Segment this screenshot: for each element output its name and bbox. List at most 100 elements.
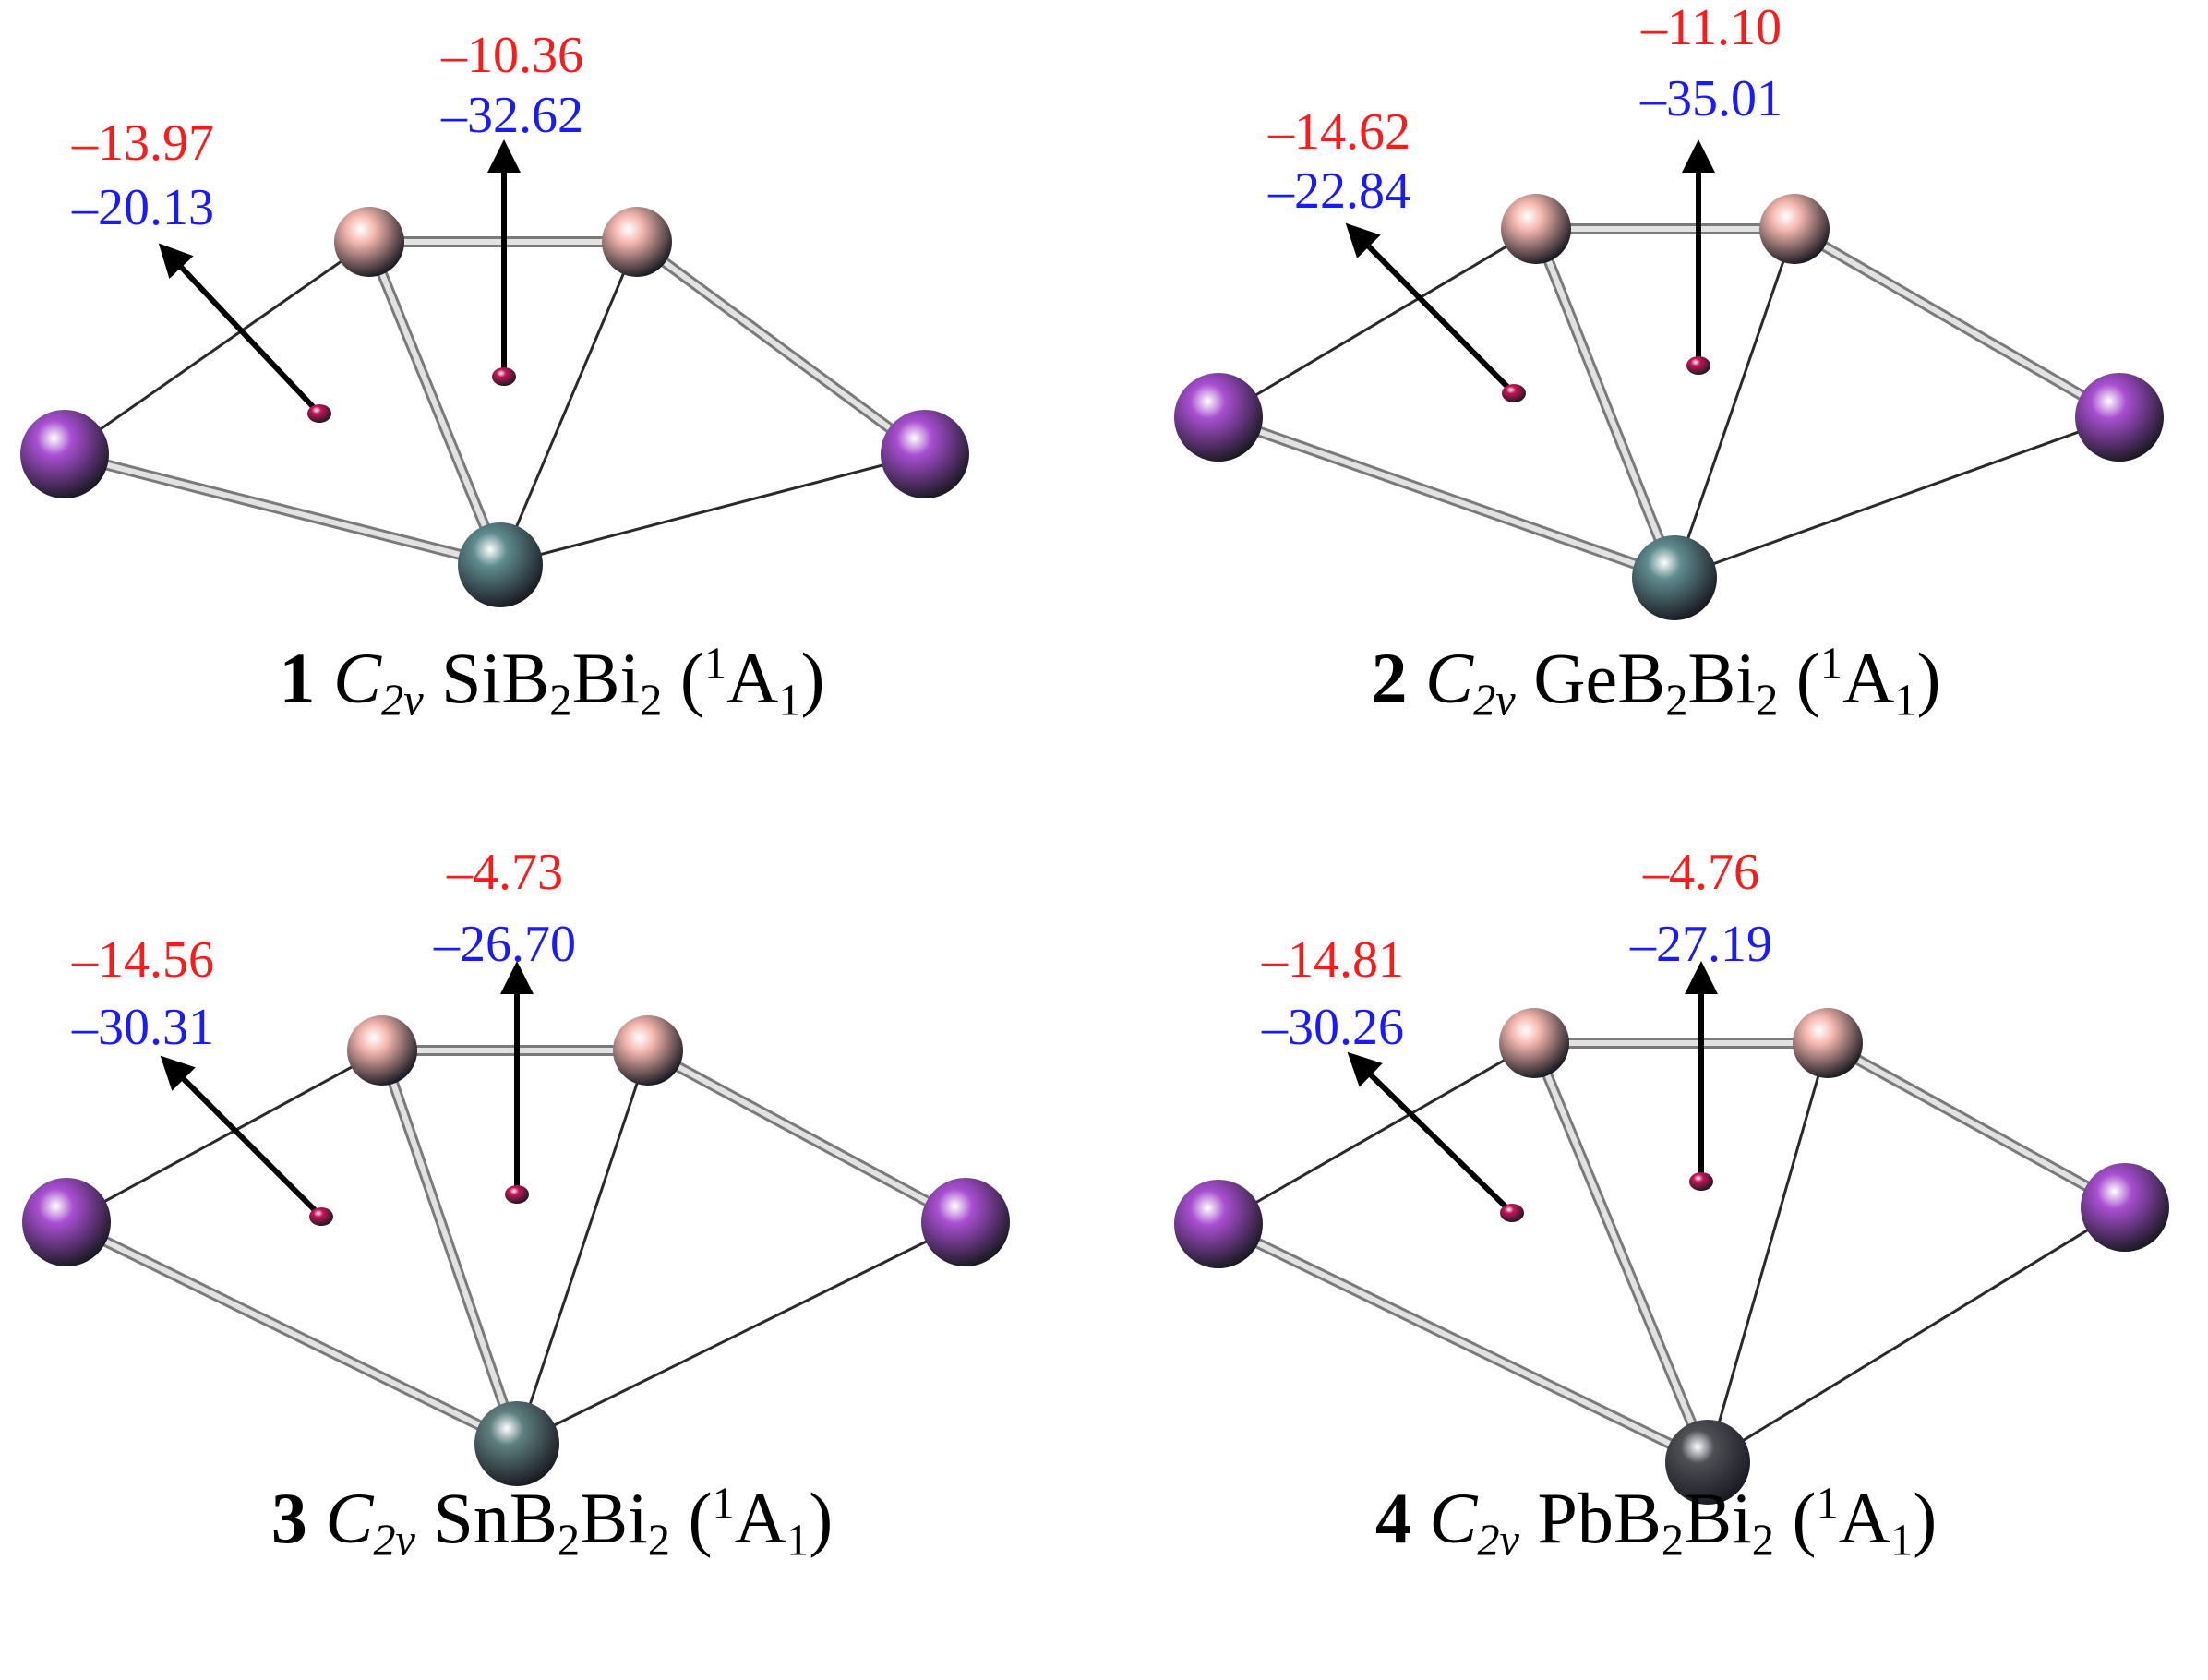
bond-bi1-x-highlight	[62, 451, 503, 568]
nics-left-pi-value: –22.84	[1267, 162, 1410, 220]
isomer-number: 3	[270, 1478, 307, 1558]
boron-atom-right	[1793, 1008, 1863, 1078]
bond-x-bi2	[1707, 1206, 2126, 1464]
nics-left-sigma-value: –14.81	[1261, 931, 1404, 989]
ghost-point-top	[1689, 1172, 1713, 1191]
structure-panel-1: –13.97 –20.13 –10.36–32.62 1 C2v SiB2Bi2 (1…	[0, 0, 1104, 840]
ghost-point-top	[492, 367, 516, 386]
isomer-number: 4	[1374, 1478, 1411, 1558]
bond-bi1-b1	[1218, 227, 1537, 419]
bond-bi1-b1	[64, 240, 370, 456]
structure-caption: 3 C2v SnB2Bi2 (1A1)	[0, 1477, 1104, 1566]
bond-x-bi2	[499, 452, 926, 567]
central-atom	[1632, 535, 1717, 620]
point-group: C2v	[1425, 638, 1516, 726]
ghost-point-left	[309, 1207, 333, 1226]
bond-x-bi2	[516, 1220, 966, 1446]
electronic-state: (1A1)	[1792, 1478, 1938, 1566]
nics-left-sigma-value: –14.56	[71, 931, 214, 989]
bond-b2-bi2-highlight	[1825, 1040, 2128, 1210]
nics-top-sigma-value: –4.73	[446, 844, 563, 901]
bond-b1-x-highlight	[379, 1048, 520, 1446]
ghost-point-top	[1686, 356, 1710, 375]
nics-top-sigma-value: –11.10	[1640, 0, 1782, 56]
nics-arrow-left	[160, 1055, 324, 1219]
bismuth-atom-right	[921, 1178, 1010, 1266]
electronic-state: (1A1)	[679, 638, 825, 726]
boron-atom-right	[1759, 194, 1830, 264]
point-group: C2v	[332, 638, 424, 726]
bismuth-atom-right	[2081, 1163, 2169, 1252]
nics-left-pi-value: –30.26	[1261, 999, 1404, 1056]
nics-top-sigma-value: –4.76	[1642, 844, 1759, 901]
nics-top-pi-value: –35.01	[1639, 70, 1782, 127]
bond-b2-bi2-highlight	[634, 239, 928, 457]
isomer-number: 2	[1371, 638, 1408, 718]
bismuth-atom-left	[1174, 373, 1263, 462]
molecular-formula: PbB2Bi2	[1537, 1478, 1774, 1566]
structure-caption: 4 C2v PbB2Bi2 (1A1)	[1104, 1477, 2208, 1566]
bismuth-atom-right	[2075, 373, 2164, 462]
bond-bi1-b1	[66, 1049, 383, 1224]
bond-b2-x	[515, 1050, 650, 1445]
bond-x-bi2	[1674, 415, 2120, 580]
boron-atom-left	[334, 207, 404, 277]
central-atom	[458, 522, 543, 607]
boron-atom-left	[347, 1015, 417, 1086]
bond-b2-x	[1673, 228, 1796, 579]
structure-drawing: –13.97 –20.13 –10.36–32.62	[20, 27, 969, 607]
nics-top-sigma-value: –10.36	[440, 27, 583, 84]
bismuth-atom-left	[20, 410, 109, 498]
structure-panel-4: –14.81 –30.26 –4.76 –27.19 4 C2v PbB2Bi2 (1A…	[1104, 840, 2208, 1680]
bond-b1-x-highlight	[1533, 226, 1677, 581]
structure-caption: 1 C2v SiB2Bi2 (1A1)	[0, 637, 1104, 726]
structure-panel-2: –14.62–22.84 –11.10 –35.01 2 C2v GeB2Bi2 (1…	[1104, 0, 2208, 840]
bond-bi1-x-highlight	[1216, 414, 1677, 581]
structure-drawing: –14.62–22.84 –11.10 –35.01	[1174, 0, 2164, 620]
nics-arrow-left	[1347, 1051, 1515, 1216]
boron-atom-right	[602, 207, 672, 277]
electronic-state: (1A1)	[688, 1478, 834, 1566]
isomer-number: 1	[279, 638, 316, 718]
molecular-formula: GeB2Bi2	[1533, 638, 1779, 726]
boron-atom-left	[1499, 1008, 1569, 1078]
boron-atom-right	[613, 1015, 683, 1086]
ghost-point-left	[307, 404, 331, 423]
structure-caption: 2 C2v GeB2Bi2 (1A1)	[1104, 637, 2208, 726]
boron-atom-left	[1501, 194, 1571, 264]
bond-b2-x	[498, 241, 639, 566]
nics-left-pi-value: –30.31	[71, 999, 214, 1056]
molecular-formula: SiB2Bi2	[441, 638, 663, 726]
nics-top-pi-value: –26.70	[433, 916, 576, 973]
nics-left-sigma-value: –13.97	[71, 114, 214, 172]
bond-b1-x-highlight	[366, 239, 503, 568]
nics-top-pi-value: –27.19	[1629, 916, 1772, 973]
structure-panel-3: –14.56 –30.31 –4.73 –26.70 3 C2v SnB2Bi2 (1A…	[0, 840, 1104, 1680]
central-atom	[474, 1401, 559, 1486]
bismuth-atom-right	[881, 410, 969, 498]
bismuth-atom-left	[1174, 1180, 1263, 1268]
nics-left-sigma-value: –14.62	[1267, 103, 1410, 161]
molecular-formula: SnB2Bi2	[433, 1478, 670, 1566]
bond-bi1-x-highlight	[1216, 1221, 1710, 1465]
ghost-point-left	[1500, 1204, 1524, 1222]
ghost-point-top	[505, 1185, 529, 1204]
ghost-point-left	[1502, 384, 1526, 402]
bond-bi1-b1	[1218, 1041, 1535, 1226]
bismuth-atom-left	[22, 1178, 111, 1266]
structure-drawing: –14.81 –30.26 –4.76 –27.19	[1174, 844, 2169, 1505]
nics-arrow-left	[1345, 222, 1517, 396]
nics-arrow-left	[158, 243, 322, 416]
structure-drawing: –14.56 –30.31 –4.73 –26.70	[22, 844, 1010, 1486]
bond-b2-bi2-highlight	[1792, 226, 2122, 420]
central-atom	[1665, 1420, 1750, 1505]
bond-bi1-x-highlight	[64, 1219, 520, 1446]
point-group: C2v	[325, 1478, 415, 1566]
electronic-state: (1A1)	[1795, 638, 1941, 726]
bond-b1-x-highlight	[1531, 1040, 1710, 1465]
bond-b2-x	[1706, 1042, 1830, 1463]
bond-b2-bi2-highlight	[645, 1048, 968, 1225]
nics-left-pi-value: –20.13	[71, 179, 214, 236]
nics-top-pi-value: –32.62	[440, 87, 583, 144]
